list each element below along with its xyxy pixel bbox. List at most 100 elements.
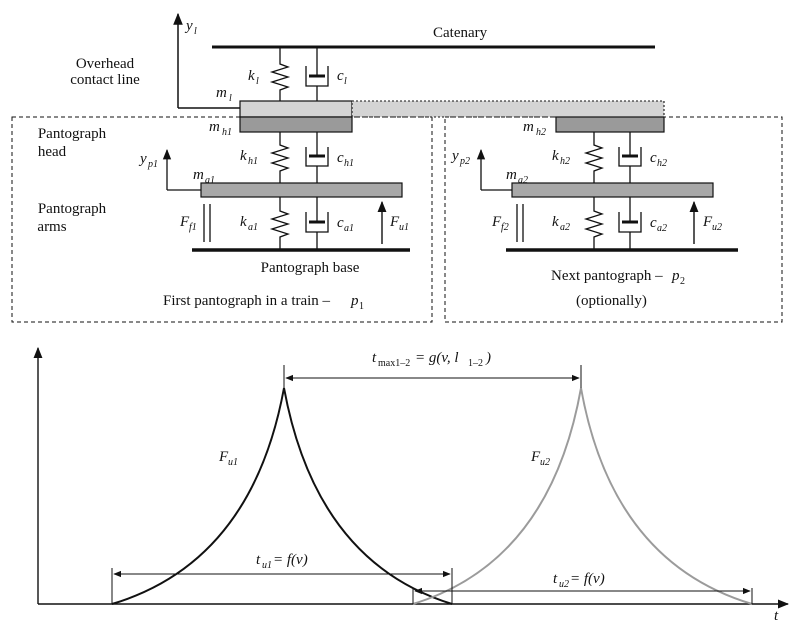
mass-ml: [239, 100, 353, 118]
svg-text:t: t: [256, 552, 261, 568]
svg-text:F: F: [530, 449, 541, 465]
chart-x-label: t: [774, 608, 779, 621]
svg-text:p: p: [350, 293, 359, 309]
svg-text:): ): [485, 350, 491, 366]
svg-text:f1: f1: [189, 222, 197, 233]
svg-text:y: y: [184, 18, 193, 34]
overhead-label-1: Overhead: [76, 56, 135, 72]
svg-text:u2: u2: [540, 457, 550, 468]
svg-text:a1: a1: [248, 222, 258, 233]
svg-text:1–2: 1–2: [468, 358, 483, 369]
svg-text:F: F: [491, 214, 502, 230]
svg-text:max1–2: max1–2: [378, 358, 410, 369]
svg-text:c: c: [650, 150, 657, 166]
label-ch1: c h1: [337, 150, 354, 169]
label-kh2: k h2: [552, 148, 570, 167]
friction-force-f1: [203, 204, 211, 242]
label-ch2: c h2: [650, 150, 667, 169]
svg-text:p1: p1: [147, 159, 158, 170]
label-ff2: F f2: [491, 214, 509, 233]
svg-text:m: m: [193, 167, 204, 183]
label-ff1: F f1: [179, 214, 197, 233]
svg-text:1: 1: [359, 301, 364, 312]
svg-text:m: m: [216, 85, 227, 101]
svg-text:h1: h1: [344, 158, 354, 169]
svg-text:a1: a1: [344, 223, 354, 234]
damper-ca1: [305, 197, 329, 250]
svg-text:y: y: [138, 151, 147, 167]
catenary-label: Catenary: [433, 25, 488, 41]
svg-text:p2: p2: [459, 156, 470, 167]
label-fu1: F u1: [389, 214, 409, 233]
svg-text:y: y: [450, 148, 459, 164]
optionally-label: (optionally): [576, 293, 647, 309]
label-ml: m l: [216, 85, 232, 104]
svg-text:F: F: [389, 214, 400, 230]
label-ca1: c a1: [337, 215, 354, 234]
svg-text:h2: h2: [536, 127, 546, 138]
damper-ch2: [618, 132, 642, 183]
label-ma2: m a2: [506, 167, 528, 186]
svg-text:F: F: [702, 214, 713, 230]
pantograph-base-label: Pantograph base: [261, 260, 360, 276]
label-kl: k l: [248, 68, 259, 87]
t-max-label: t max1–2 = g(v, l 1–2 ): [372, 350, 491, 369]
svg-text:t: t: [372, 350, 377, 366]
svg-text:u2: u2: [712, 222, 722, 233]
svg-text:l: l: [256, 76, 259, 87]
spring-kh1: [269, 132, 291, 183]
svg-text:k: k: [240, 214, 247, 230]
mass-ma1: [200, 182, 403, 198]
label-yp2: y p2: [450, 148, 470, 167]
pantograph-head-label-1: Pantograph: [38, 126, 107, 142]
svg-text:f2: f2: [501, 222, 509, 233]
svg-text:= f(v): = f(v): [570, 571, 605, 587]
svg-text:a2: a2: [657, 223, 667, 234]
t-u1-label: t u1 = f(v): [256, 552, 308, 571]
t-u2-label: t u2 = f(v): [553, 571, 605, 590]
svg-text:u1: u1: [262, 560, 272, 571]
svg-text:c: c: [337, 215, 344, 231]
mass-mh1: [239, 116, 353, 133]
label-kh1: k h1: [240, 148, 258, 167]
svg-text:u2: u2: [559, 579, 569, 590]
svg-text:m: m: [506, 167, 517, 183]
label-ka2: k a2: [552, 214, 570, 233]
svg-text:a2: a2: [560, 222, 570, 233]
svg-text:First pantograph in a train –: First pantograph in a train –: [163, 293, 331, 309]
y-l-label: y l: [184, 18, 197, 37]
spring-kl: [269, 47, 291, 101]
damper-ca2: [618, 197, 642, 250]
next-pantograph-caption: Next pantograph – p 2: [551, 268, 685, 287]
svg-text:c: c: [337, 150, 344, 166]
spring-ka1: [269, 197, 291, 250]
label-yp1: y p1: [138, 151, 158, 170]
first-pantograph-box: [11, 116, 433, 323]
curve-label-fu2: F u2: [530, 449, 550, 468]
svg-text:k: k: [248, 68, 255, 84]
svg-text:c: c: [337, 68, 344, 84]
mass-ma2: [511, 182, 714, 198]
label-fu2: F u2: [702, 214, 722, 233]
svg-text:l: l: [194, 26, 197, 37]
mass-ml-extension: [351, 100, 665, 118]
label-ca2: c a2: [650, 215, 667, 234]
svg-text:u1: u1: [399, 222, 409, 233]
label-ka1: k a1: [240, 214, 258, 233]
svg-text:l: l: [229, 93, 232, 104]
svg-text:k: k: [552, 148, 559, 164]
svg-text:k: k: [552, 214, 559, 230]
label-mh1: m h1: [209, 119, 232, 138]
svg-text:l: l: [344, 76, 347, 87]
svg-text:F: F: [179, 214, 190, 230]
svg-text:h1: h1: [248, 156, 258, 167]
spring-ka2: [583, 197, 605, 250]
svg-text:h1: h1: [222, 127, 232, 138]
label-mh2: m h2: [523, 119, 546, 138]
mass-mh2: [555, 116, 665, 133]
curve-fu1: [111, 387, 453, 605]
friction-force-f2: [516, 204, 524, 242]
svg-text:Next pantograph –: Next pantograph –: [551, 268, 663, 284]
